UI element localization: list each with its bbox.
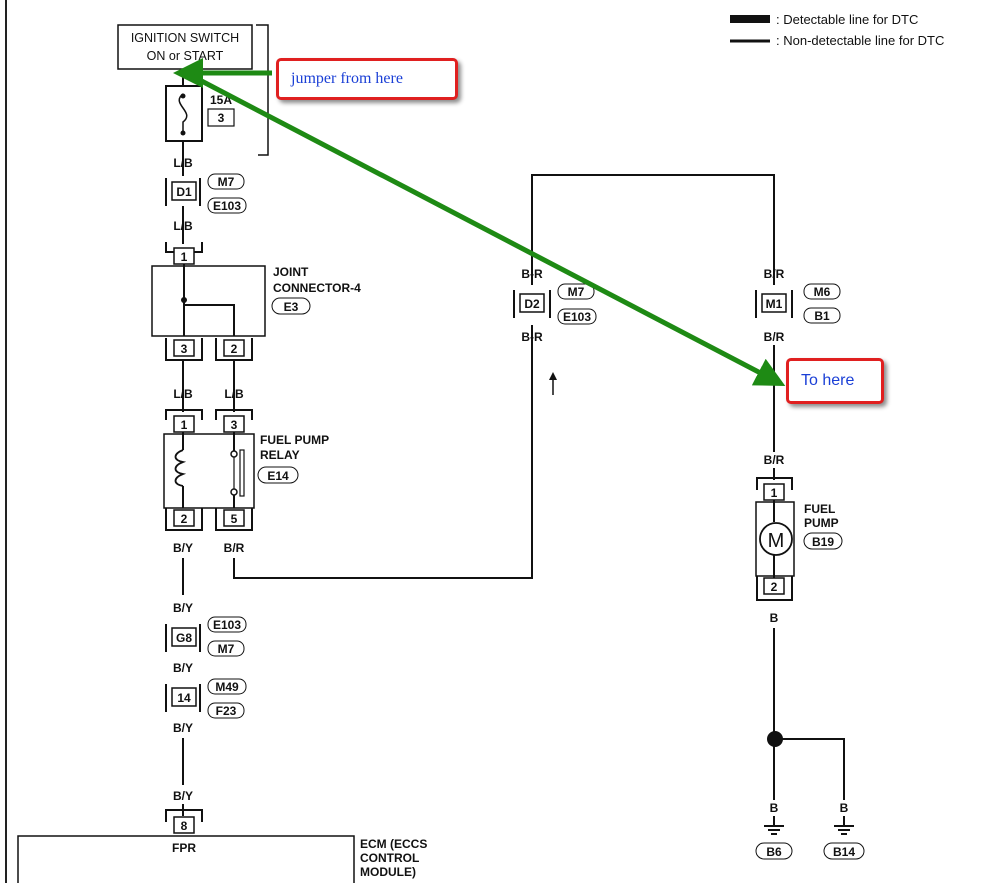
wire-label-br-1: B/R [224,541,245,555]
tag-m7: M7 [218,175,235,189]
ground-b14: B14 [823,816,865,860]
fuse-number: 3 [218,111,225,125]
wire-label-by-5: B/Y [173,789,193,803]
wire-label-lb-4: L/B [224,387,244,401]
connector-d2-label: D2 [524,297,540,311]
relay-label-2: RELAY [260,448,300,462]
tag-e3: E3 [284,300,299,314]
wire-label-by-3: B/Y [173,661,193,675]
ground-b6: B6 [755,816,793,860]
ignition-switch: IGNITION SWITCH ON or START [117,24,253,70]
relay-pin-3: 3 [231,418,238,432]
connector-g8: G8 E103 M7 [165,616,247,657]
annotation-jumper-from: jumper from here [276,58,458,100]
wire-label-lb-2: L/B [173,219,193,233]
fuel-pump: 1 M 2 FUEL PUMP B19 [755,477,843,601]
legend-non-detectable-label: : Non-detectable line for DTC [776,33,944,48]
tag-m7-2: M7 [568,285,585,299]
wire-label-br-2: B-R [521,267,543,281]
tag-b6: B6 [766,845,782,859]
connector-d1: D1 M7 E103 [165,173,247,214]
connector-d1-label: D1 [176,185,192,199]
annotation-to-here: To here [786,358,884,404]
wire-label-br-4: B/R [764,267,785,281]
tag-b19: B19 [812,535,834,549]
legend-detectable-swatch [730,15,770,23]
connector-m1: M1 M6 B1 [755,283,841,324]
relay-label-1: FUEL PUMP [260,433,329,447]
ecm-pin-8: 8 [181,819,188,833]
legend: : Detectable line for DTC : Non-detectab… [730,12,944,48]
tag-m6: M6 [814,285,831,299]
wire-label-lb-1: L/B [173,156,193,170]
fuel-pump-relay: 1 3 2 5 FUEL PUMP RELAY E14 [163,409,329,531]
ecm-label-1: ECM (ECCS [360,837,427,851]
joint-label-2: CONNECTOR-4 [273,281,361,295]
tag-m7-3: M7 [218,642,235,656]
ecm-label-3: MODULE) [360,865,416,879]
ecm-pin-name: FPR [172,841,196,855]
ecm-label-2: CONTROL [360,851,419,865]
tag-e103-3: E103 [213,618,241,632]
joint-pin-2: 2 [231,342,238,356]
legend-detectable-label: : Detectable line for DTC [776,12,918,27]
jumper-arrow [173,58,786,386]
connector-m1-label: M1 [766,297,783,311]
wire-label-b-3: B [840,801,849,815]
wire-label-br-5: B/R [764,330,785,344]
tag-b1: B1 [814,309,830,323]
relay-pin-5: 5 [231,512,238,526]
pump-pin-2: 2 [771,580,778,594]
wire-label-b-2: B [770,801,779,815]
tag-b14: B14 [833,845,855,859]
tag-e103: E103 [213,199,241,213]
pump-label-2: PUMP [804,516,839,530]
relay-pin-2: 2 [181,512,188,526]
wire-label-br-3: B-R [521,330,543,344]
tag-m49: M49 [215,680,239,694]
wire-label-lb-3: L/B [173,387,193,401]
tag-e14: E14 [267,469,289,483]
connector-g8-label: G8 [176,631,192,645]
joint-label-1: JOINT [273,265,309,279]
connector-d2: D2 M7 E103 [513,283,597,325]
tag-f23: F23 [216,704,237,718]
pump-motor-symbol: M [768,530,785,552]
wire-label-br-6: B/R [764,453,785,467]
pump-label-1: FUEL [804,502,835,516]
wire-label-by-1: B/Y [173,541,193,555]
joint-pin-3: 3 [181,342,188,356]
relay-pin-1: 1 [181,418,188,432]
fuse-block-bracket [256,24,269,156]
tag-e103-2: E103 [563,310,591,324]
wire-label-by-2: B/Y [173,601,193,615]
joint-connector: 1 3 2 JOINT CONNECTOR-4 E3 [151,242,361,361]
connector-14: 14 M49 F23 [165,678,247,719]
wire-label-b-1: B [770,611,779,625]
pump-pin-1: 1 [771,486,778,500]
annotation-to-here-text: To here [801,372,855,389]
joint-pin-1: 1 [181,250,188,264]
wire-label-by-4: B/Y [173,721,193,735]
ecm: 8 FPR ECM (ECCS CONTROL MODULE) [17,809,427,883]
connector-14-label: 14 [177,691,191,705]
annotation-jumper-from-text: jumper from here [291,70,403,87]
ignition-switch-label-1: IGNITION SWITCH [131,31,239,45]
ignition-switch-label-2: ON or START [147,49,224,63]
